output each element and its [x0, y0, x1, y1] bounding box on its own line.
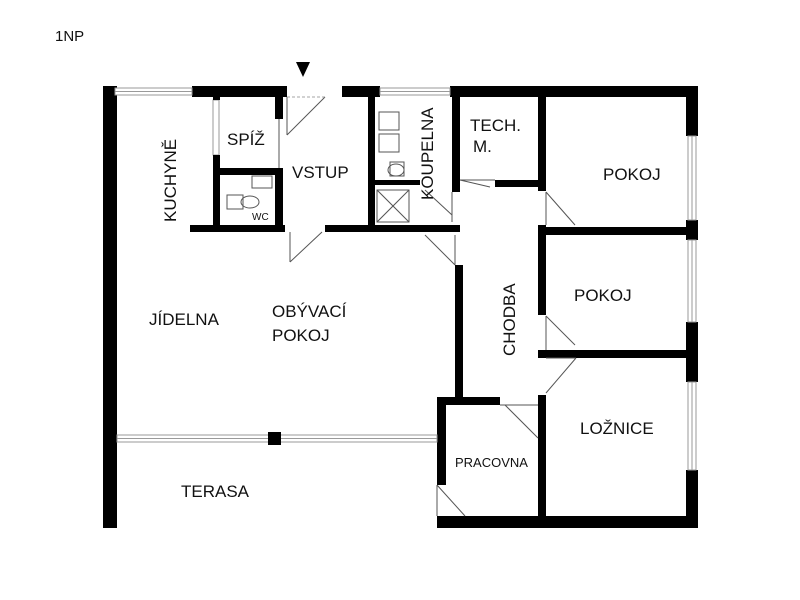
- wall-wc-right: [275, 168, 283, 230]
- wall-right-bot: [686, 470, 698, 528]
- door-bathroom: [424, 189, 453, 222]
- door-study: [500, 404, 539, 439]
- wall-wc-left: [213, 155, 220, 230]
- wall-top-left: [103, 86, 115, 95]
- bath-sink-1: [378, 111, 400, 131]
- room-label-entrance: VSTUP: [292, 163, 349, 182]
- room-label-pantry: SPÍŽ: [227, 130, 265, 149]
- room-label-tech-line1: TECH.: [470, 116, 521, 135]
- floor-label: 1NP: [55, 28, 85, 45]
- room-label-dining: JÍDELNA: [149, 310, 220, 329]
- wall-right-top: [686, 86, 698, 136]
- wall-top-center: [192, 86, 287, 97]
- bath-toilet: [387, 161, 405, 177]
- wc-sink: [251, 175, 273, 189]
- wall-tech-bottom: [495, 180, 540, 187]
- wall-pantry-left: [213, 97, 220, 100]
- room-label-wc: WC: [252, 212, 269, 223]
- wall-corridor-left: [455, 265, 463, 397]
- wall-bottom-right: [437, 516, 698, 528]
- wall-bath-inner: [375, 180, 420, 185]
- wall-kitchen-bottom: [190, 225, 285, 232]
- wall-study-left: [437, 397, 446, 485]
- room-label-pokoj1: POKOJ: [603, 165, 661, 184]
- door-tech: [459, 179, 495, 188]
- window-left-pantry: [212, 99, 220, 156]
- room-label-corridor: CHODBA: [500, 283, 519, 356]
- wall-corridor-right-top: [538, 225, 546, 315]
- wall-tech-right: [538, 97, 546, 191]
- room-label-terrace: TERASA: [181, 482, 250, 501]
- wall-bath-right: [452, 97, 460, 192]
- door-entrance: [286, 96, 326, 136]
- wall-pokoj-divider1: [538, 227, 698, 235]
- room-label-living-line1: OBÝVACÍ: [272, 302, 347, 321]
- door-corridor-living: [424, 234, 456, 266]
- room-label-living-line2: POKOJ: [272, 326, 330, 345]
- room-label-kitchen: KUCHYNĚ: [161, 139, 180, 222]
- wall-pokoj-divider2: [538, 350, 698, 358]
- wall-top-mid: [342, 86, 380, 97]
- wall-study-top: [445, 397, 500, 405]
- room-label-bedroom: LOŽNICE: [580, 419, 654, 438]
- terrace-column: [268, 432, 281, 445]
- wall-entrance-bottom: [325, 225, 455, 232]
- wall-entrance-right: [368, 97, 375, 232]
- wall-corridor-right-bot: [538, 395, 546, 528]
- door-pokoj2: [545, 315, 576, 350]
- bath-sink-2: [378, 133, 400, 153]
- door-pokoj1: [545, 191, 576, 226]
- entrance-arrow-icon: [296, 62, 310, 77]
- shower-fixture: [376, 189, 410, 223]
- wall-pantry-bottom: [213, 168, 275, 175]
- room-label-pokoj2: POKOJ: [574, 286, 632, 305]
- wall-pantry-right: [275, 97, 283, 119]
- toilet-fixture: [226, 194, 260, 210]
- wall-top-right: [450, 86, 698, 97]
- room-label-tech-line2: M.: [473, 137, 492, 156]
- wall-bath-right-low: [452, 225, 460, 232]
- wall-left: [103, 86, 117, 528]
- room-label-bathroom: KOUPELNA: [418, 107, 437, 200]
- door-study-terrace: [436, 484, 466, 517]
- room-label-study: PRACOVNA: [455, 455, 528, 470]
- door-entrance-living: [289, 231, 323, 263]
- door-loznice: [545, 357, 577, 394]
